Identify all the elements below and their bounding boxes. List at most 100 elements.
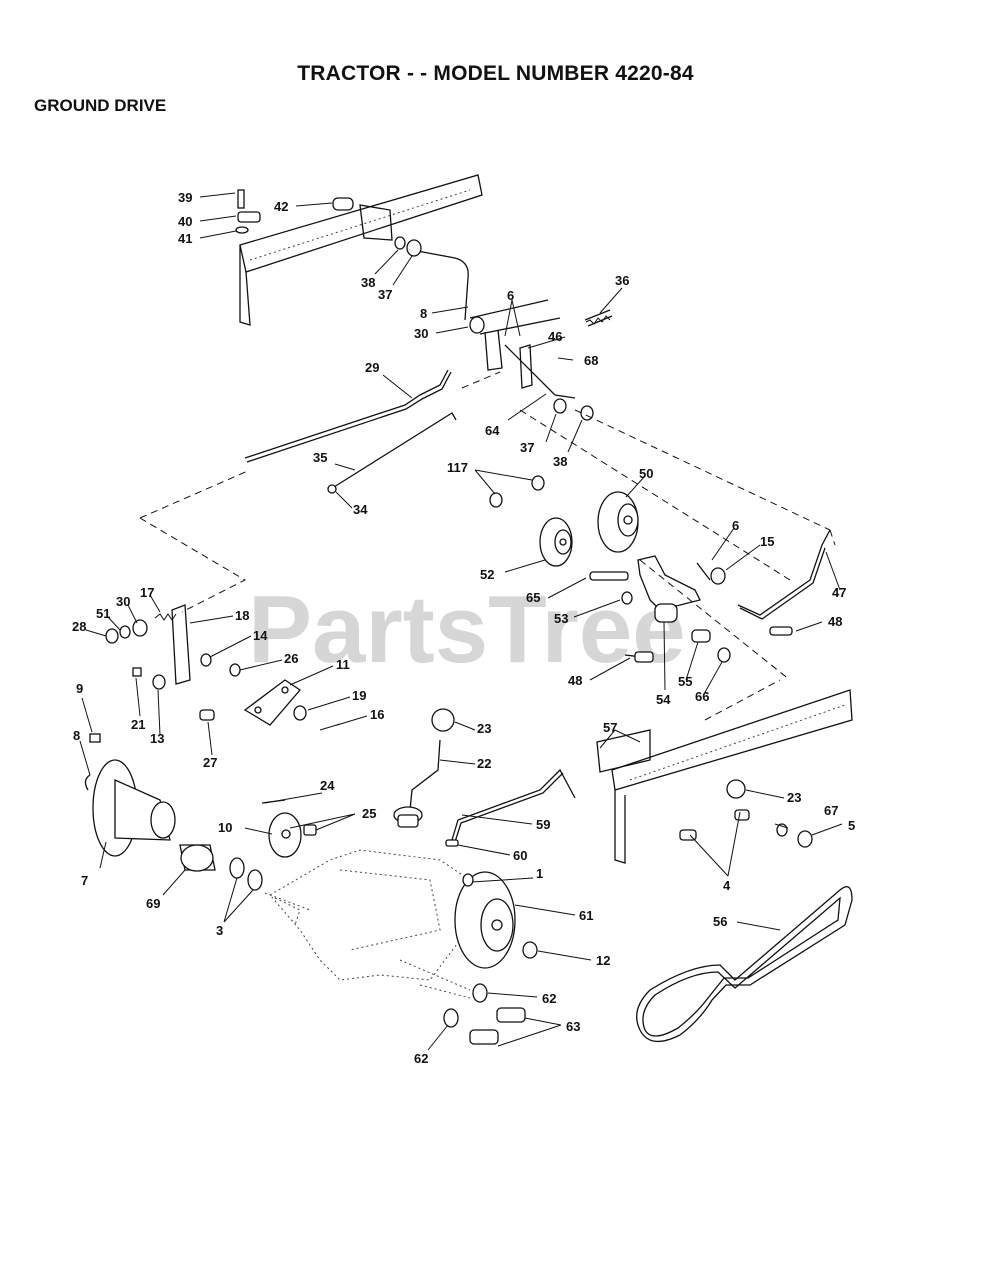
nuts-117	[489, 475, 545, 508]
belt-56	[636, 886, 853, 1042]
label-5: 5	[848, 818, 855, 833]
axle-shaft-left	[264, 892, 311, 911]
page-title: TRACTOR - - MODEL NUMBER 4220-84	[297, 62, 694, 85]
pulley-50	[597, 491, 639, 553]
label-10: 10	[218, 820, 232, 835]
label-25: 25	[362, 806, 376, 821]
label-48-left: 48	[568, 673, 582, 688]
plate-10	[261, 799, 317, 858]
label-69: 69	[146, 896, 160, 911]
label-18: 18	[235, 608, 249, 623]
left-bracket-assembly	[105, 604, 191, 690]
label-21: 21	[131, 717, 145, 732]
label-60: 60	[513, 848, 527, 863]
label-6-right: 6	[732, 518, 739, 533]
lower-frame-rail	[596, 689, 853, 864]
rod-59	[445, 768, 576, 847]
washers-3	[229, 857, 263, 891]
label-62-lower: 62	[414, 1051, 428, 1066]
bracket-40	[237, 211, 261, 223]
label-47: 47	[832, 585, 846, 600]
label-36: 36	[615, 273, 629, 288]
transaxle	[269, 849, 471, 991]
label-56: 56	[713, 914, 727, 929]
upper-frame-rail	[239, 174, 483, 326]
shift-shaft	[394, 236, 469, 321]
spacer-69	[179, 844, 216, 872]
label-37-lower: 37	[520, 440, 534, 455]
label-52: 52	[480, 567, 494, 582]
bolt-39	[237, 189, 245, 209]
bolt-48-right	[769, 626, 793, 636]
washer-41	[235, 226, 249, 234]
label-7: 7	[81, 873, 88, 888]
bushing-42	[332, 197, 354, 211]
label-30-upper: 30	[414, 326, 428, 341]
label-35: 35	[313, 450, 327, 465]
axle-housing-7	[84, 733, 176, 857]
label-4: 4	[723, 878, 731, 893]
label-9: 9	[76, 681, 83, 696]
label-17: 17	[140, 585, 154, 600]
label-53: 53	[554, 611, 568, 626]
label-8-left: 8	[73, 728, 80, 743]
label-38-lower: 38	[553, 454, 567, 469]
bracket-11	[199, 653, 341, 731]
label-46: 46	[548, 329, 562, 344]
label-11: 11	[336, 657, 350, 672]
nuts-67-5	[776, 823, 813, 848]
label-8-upper: 8	[420, 306, 427, 321]
label-12: 12	[596, 953, 610, 968]
label-68: 68	[584, 353, 598, 368]
label-50: 50	[639, 466, 653, 481]
watermark-text: PartsTree	[248, 576, 686, 683]
label-57: 57	[603, 720, 617, 735]
label-62-upper: 62	[542, 991, 556, 1006]
axle-shaft-right	[419, 984, 471, 999]
label-24: 24	[320, 778, 335, 793]
brake-lever-assembly	[469, 299, 613, 421]
shift-lever-22	[393, 708, 455, 828]
label-22: 22	[477, 756, 491, 771]
label-42: 42	[274, 199, 288, 214]
label-117: 117	[447, 460, 468, 475]
label-65: 65	[526, 590, 540, 605]
label-34: 34	[353, 502, 368, 517]
label-66: 66	[695, 689, 709, 704]
label-39: 39	[178, 190, 192, 205]
label-37-upper: 37	[378, 287, 392, 302]
section-title: GROUND DRIVE	[34, 96, 167, 115]
label-28: 28	[72, 619, 86, 634]
label-3: 3	[216, 923, 223, 938]
label-67: 67	[824, 803, 838, 818]
label-23-right: 23	[787, 790, 801, 805]
rod-47	[737, 529, 831, 620]
label-64: 64	[485, 423, 500, 438]
label-27: 27	[203, 755, 217, 770]
label-54: 54	[656, 692, 671, 707]
bolts-62-63	[443, 983, 526, 1045]
label-26: 26	[284, 651, 298, 666]
label-59: 59	[536, 817, 550, 832]
label-48-right: 48	[828, 614, 842, 629]
rod-29	[244, 369, 452, 463]
label-40: 40	[178, 214, 192, 229]
label-41: 41	[178, 231, 192, 246]
label-29: 29	[365, 360, 379, 375]
label-63: 63	[566, 1019, 580, 1034]
label-1: 1	[536, 866, 543, 881]
label-55: 55	[678, 674, 692, 689]
label-6-upper: 6	[507, 288, 514, 303]
label-30-left: 30	[116, 594, 130, 609]
label-23-knob: 23	[477, 721, 491, 736]
label-15: 15	[760, 534, 774, 549]
pulley-61	[454, 871, 538, 969]
label-13: 13	[150, 731, 164, 746]
label-61: 61	[579, 908, 593, 923]
label-51: 51	[96, 606, 110, 621]
pulley-52	[539, 517, 573, 567]
leader-lines	[79, 192, 843, 1051]
label-16: 16	[370, 707, 384, 722]
label-14: 14	[253, 628, 268, 643]
